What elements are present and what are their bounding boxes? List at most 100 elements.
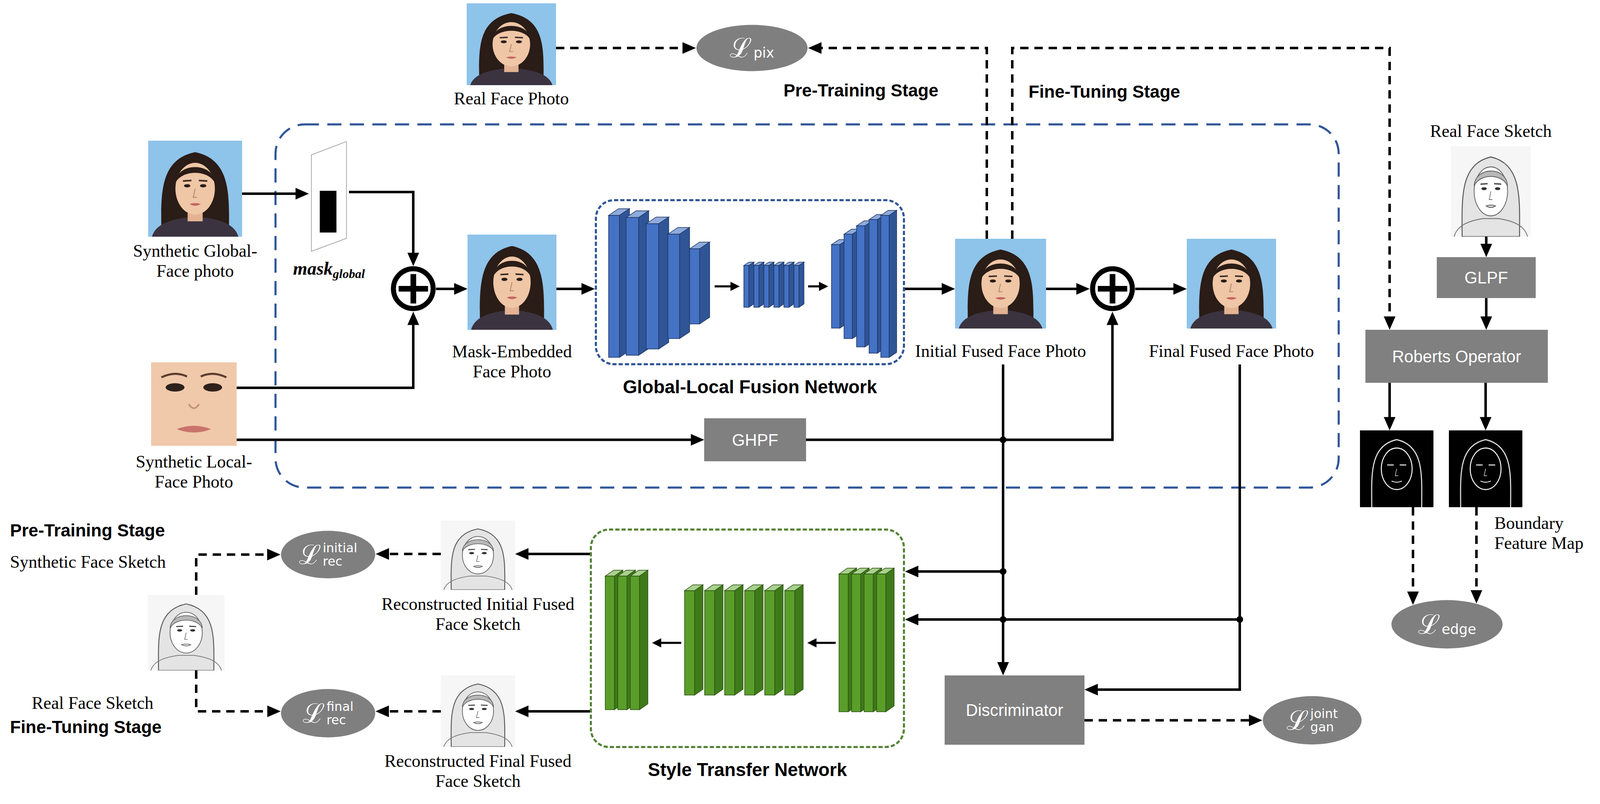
block-front bbox=[684, 590, 695, 696]
connector-line bbox=[556, 287, 586, 291]
image-node: Reconstructed Initial Fused Face Sketch bbox=[440, 520, 516, 590]
sum-operator: ⊕ bbox=[390, 266, 437, 312]
map-input-line bbox=[1388, 382, 1391, 422]
drawing-part bbox=[998, 283, 1003, 292]
drawing-part bbox=[516, 277, 523, 281]
drawing-part bbox=[492, 25, 531, 40]
drawing-part bbox=[1005, 279, 1012, 283]
layer-block bbox=[667, 227, 690, 339]
layer-block bbox=[743, 262, 754, 308]
drawing-part bbox=[443, 732, 513, 747]
block-front bbox=[784, 590, 795, 696]
box-text: Discriminator bbox=[965, 700, 1064, 720]
image-node: Real Face Photo bbox=[466, 3, 557, 86]
process-box: Discriminator bbox=[944, 675, 1085, 745]
network-title: Global-Local Fusion Network bbox=[622, 376, 878, 398]
arrowhead bbox=[515, 548, 529, 560]
block-front bbox=[869, 219, 878, 354]
drawing-part bbox=[189, 203, 201, 206]
drawing-part bbox=[1371, 439, 1422, 508]
drawing-part bbox=[1473, 171, 1508, 187]
loss-formula: ℒinitialrec bbox=[298, 541, 358, 569]
drawing-part bbox=[469, 707, 475, 711]
boundary-map-image bbox=[1359, 430, 1434, 508]
drawing-part bbox=[165, 383, 185, 392]
layer-block bbox=[783, 262, 794, 308]
loss-ellipse: ℒinitialrec bbox=[280, 530, 376, 579]
box-label: Roberts Operator bbox=[1392, 346, 1522, 367]
drawing-part bbox=[182, 180, 208, 181]
layer-block bbox=[646, 217, 669, 349]
block-front bbox=[793, 265, 799, 308]
block-side bbox=[788, 262, 794, 308]
layer-block bbox=[626, 210, 649, 356]
drawing-part bbox=[169, 615, 203, 629]
arrowhead bbox=[808, 42, 822, 54]
connector-line bbox=[524, 710, 590, 713]
arrowhead bbox=[454, 283, 468, 295]
box-label: Discriminator bbox=[965, 700, 1064, 720]
face-image bbox=[147, 594, 225, 671]
layer-block bbox=[704, 584, 723, 696]
block-front bbox=[646, 223, 659, 349]
block-front bbox=[704, 590, 715, 696]
drawing-part bbox=[1470, 447, 1502, 490]
image-node: Reconstructed Final Fused Face Sketch bbox=[440, 675, 516, 747]
drawing-part bbox=[1391, 480, 1403, 483]
block-front bbox=[839, 573, 849, 712]
connector bbox=[375, 705, 441, 718]
drawing-part bbox=[469, 551, 475, 554]
drawing-part bbox=[481, 551, 487, 554]
drawing-part bbox=[440, 675, 516, 747]
arrowhead bbox=[1248, 714, 1263, 727]
drawing-part bbox=[203, 383, 223, 392]
layer-block bbox=[744, 584, 764, 696]
layer-block bbox=[784, 584, 804, 696]
symbol-name: mask bbox=[293, 258, 333, 279]
arrowhead bbox=[1407, 591, 1419, 605]
connector bbox=[1012, 48, 1396, 330]
drawing-part bbox=[440, 520, 516, 590]
network-title: Style Transfer Network bbox=[647, 759, 847, 781]
arrowhead bbox=[267, 705, 281, 718]
ellipse-fill bbox=[280, 530, 376, 579]
block-side bbox=[694, 584, 703, 696]
drawing-part bbox=[184, 632, 188, 640]
flow-arrowhead bbox=[807, 638, 817, 648]
image-node: Initial Fused Face Photo bbox=[955, 238, 1047, 329]
connector bbox=[1084, 364, 1240, 696]
connector-line bbox=[236, 438, 696, 442]
junction-dot bbox=[999, 436, 1007, 444]
loss-formula: ℒedge bbox=[1418, 611, 1477, 638]
connector-line bbox=[524, 552, 590, 556]
drawing-part bbox=[1486, 204, 1496, 208]
block-front bbox=[880, 215, 890, 358]
block-side bbox=[885, 568, 895, 712]
arrowhead bbox=[690, 434, 705, 446]
flow-arrow bbox=[658, 642, 682, 645]
drawing-part bbox=[184, 184, 191, 188]
connector-line bbox=[1135, 287, 1178, 291]
flow-arrow bbox=[813, 642, 836, 645]
drawing-part bbox=[473, 565, 483, 568]
drawing-part bbox=[176, 625, 197, 627]
drawing-part bbox=[468, 548, 488, 551]
block-front bbox=[764, 590, 775, 696]
symbol-subscript: global bbox=[332, 266, 365, 281]
face-image bbox=[467, 234, 557, 330]
flow-arrowhead bbox=[730, 281, 740, 291]
subscript: pix bbox=[753, 45, 775, 60]
arrowhead bbox=[1480, 243, 1493, 258]
connector bbox=[556, 42, 696, 54]
layer-block bbox=[753, 262, 764, 308]
image-node: Synthetic Global- Face photo bbox=[148, 140, 243, 237]
drawing-part bbox=[176, 425, 212, 433]
connector bbox=[515, 548, 590, 560]
arrowhead bbox=[1383, 417, 1396, 431]
block-front bbox=[617, 576, 627, 710]
drawing-part bbox=[1481, 187, 1487, 191]
box-label: GLPF bbox=[1464, 267, 1508, 288]
block-front bbox=[763, 265, 769, 308]
drawing-part bbox=[1448, 430, 1523, 508]
image-node: Synthetic Local- Face Photo bbox=[151, 362, 237, 446]
